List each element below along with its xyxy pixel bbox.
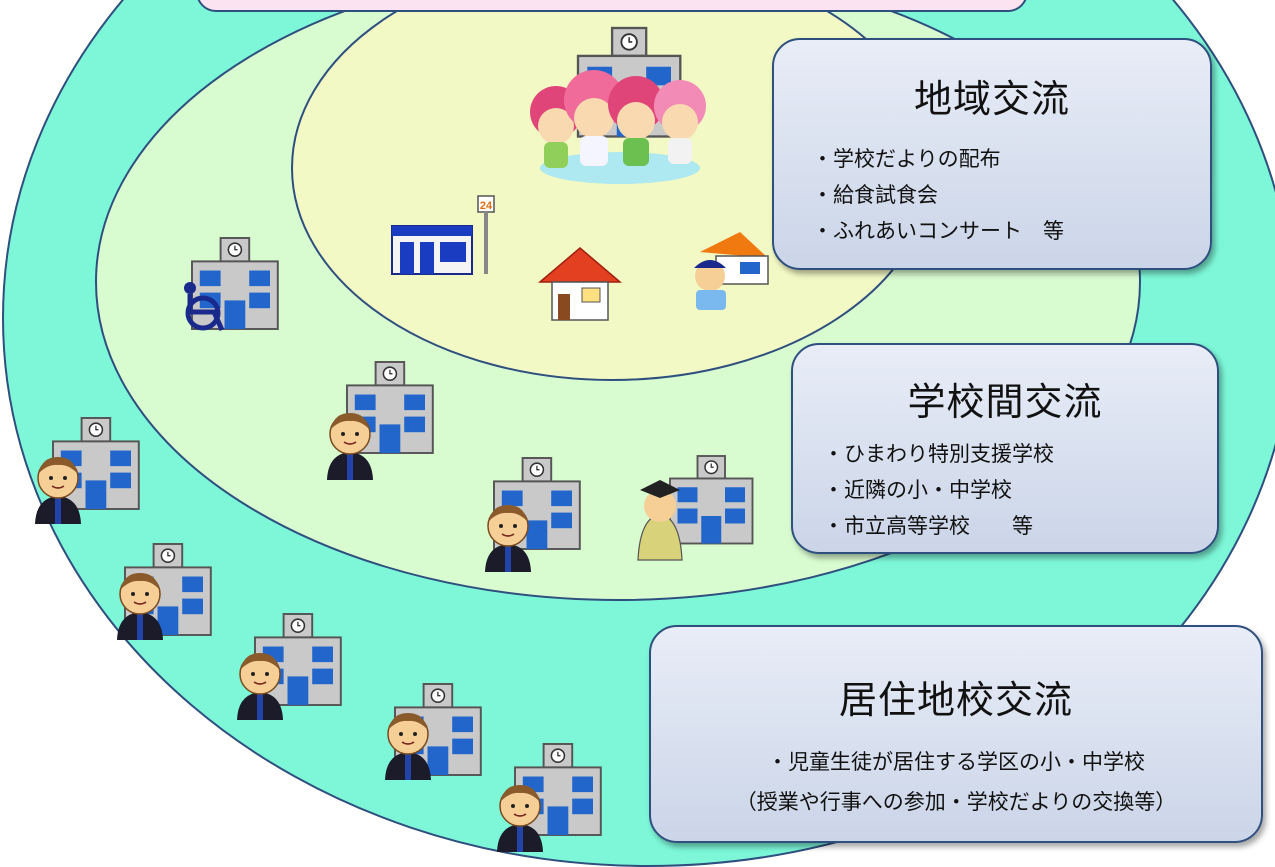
list-item: 給食試食会	[812, 177, 1210, 213]
inter-school-exchange-title: 学校間交流	[907, 380, 1103, 424]
list-item-note: （授業や行事への参加・学校だよりの交換等）	[735, 790, 1177, 814]
local-exchange-title: 地域交流	[913, 77, 1070, 121]
residence-school-exchange-list: 児童生徒が居住する学区の小・中学校 （授業や行事への参加・学校だよりの交換等）	[651, 742, 1261, 822]
inter-school-exchange-list: ひまわり特別支援学校 近隣の小・中学校 市立高等学校 等	[823, 436, 1217, 544]
house-icon	[537, 247, 623, 321]
wheelchair-icon	[184, 282, 225, 332]
convenience-store-icon	[391, 195, 495, 275]
list-item: ひまわり特別支援学校	[823, 436, 1217, 472]
local-exchange-box: 地域交流 学校だよりの配布 給食試食会 ふれあいコンサート 等	[772, 38, 1212, 270]
mail-carrier-icon	[694, 260, 726, 310]
top-banner	[196, 0, 1028, 12]
residence-school-exchange-title: 居住地校交流	[838, 678, 1073, 722]
residence-school-exchange-box: 居住地校交流 児童生徒が居住する学区の小・中学校 （授業や行事への参加・学校だよ…	[649, 625, 1263, 843]
list-item: 近隣の小・中学校	[823, 472, 1217, 508]
list-item: ふれあいコンサート 等	[812, 213, 1210, 249]
list-item: 児童生徒が居住する学区の小・中学校	[651, 742, 1261, 782]
list-item: 市立高等学校 等	[823, 508, 1217, 544]
high-school-student-icon	[637, 455, 754, 561]
local-exchange-list: 学校だよりの配布 給食試食会 ふれあいコンサート 等	[812, 141, 1210, 249]
post-office-icon	[700, 232, 769, 285]
inter-school-exchange-box: 学校間交流 ひまわり特別支援学校 近隣の小・中学校 市立高等学校 等	[791, 343, 1219, 554]
list-item: 学校だよりの配布	[812, 141, 1210, 177]
store-sign-number: 24	[480, 200, 493, 212]
mascot-group-icon	[530, 70, 706, 184]
